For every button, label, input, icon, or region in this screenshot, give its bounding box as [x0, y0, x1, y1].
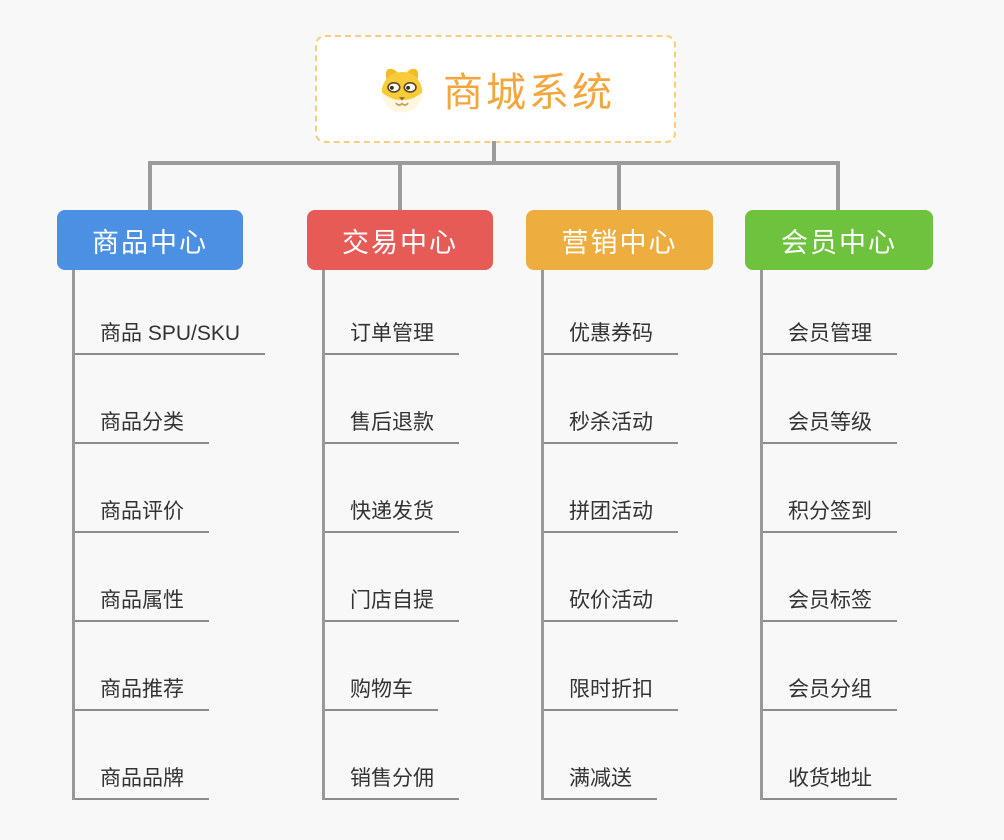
node-item[interactable]: 会员等级: [763, 355, 897, 444]
node-item[interactable]: 购物车: [325, 622, 438, 711]
connector-root-stem: [492, 141, 496, 165]
branch-column-marketing: 优惠券码 秒杀活动 拼团活动 砍价活动 限时折扣 满减送: [541, 270, 678, 800]
node-item[interactable]: 商品分类: [75, 355, 209, 444]
node-item[interactable]: 收货地址: [763, 711, 897, 800]
root-title: 商城系统: [443, 71, 615, 115]
node-item[interactable]: 满减送: [544, 711, 657, 800]
node-item[interactable]: 商品属性: [75, 533, 209, 622]
root-node-mall-system[interactable]: 商城系统: [315, 35, 676, 143]
branch-column-member: 会员管理 会员等级 积分签到 会员标签 会员分组 收货地址: [760, 270, 897, 800]
branch-node-trade-center[interactable]: 交易中心: [307, 210, 493, 270]
node-item[interactable]: 优惠券码: [544, 270, 678, 355]
connector-drop-member: [836, 161, 840, 210]
branch-column-trade: 订单管理 售后退款 快递发货 门店自提 购物车 销售分佣: [322, 270, 459, 800]
node-item[interactable]: 秒杀活动: [544, 355, 678, 444]
shiba-dog-face-icon: [381, 68, 423, 113]
node-item[interactable]: 快递发货: [325, 444, 459, 533]
branch-node-member-center[interactable]: 会员中心: [745, 210, 933, 270]
branch-node-marketing-center[interactable]: 营销中心: [526, 210, 713, 270]
node-item[interactable]: 商品推荐: [75, 622, 209, 711]
node-item[interactable]: 商品品牌: [75, 711, 209, 800]
connector-drop-marketing: [617, 161, 621, 210]
node-item[interactable]: 商品 SPU/SKU: [75, 270, 266, 355]
connector-drop-product: [148, 161, 152, 210]
branch-column-product: 商品 SPU/SKU 商品分类 商品评价 商品属性 商品推荐 商品品牌: [72, 270, 266, 800]
node-item[interactable]: 门店自提: [325, 533, 459, 622]
node-item[interactable]: 会员标签: [763, 533, 897, 622]
node-item[interactable]: 会员分组: [763, 622, 897, 711]
node-item[interactable]: 销售分佣: [325, 711, 459, 800]
node-item[interactable]: 订单管理: [325, 270, 459, 355]
node-item[interactable]: 积分签到: [763, 444, 897, 533]
node-item[interactable]: 售后退款: [325, 355, 459, 444]
connector-drop-trade: [398, 161, 402, 210]
node-item[interactable]: 商品评价: [75, 444, 209, 533]
node-item[interactable]: 会员管理: [763, 270, 897, 355]
branch-node-product-center[interactable]: 商品中心: [57, 210, 243, 270]
connector-horizontal-bus: [148, 161, 840, 165]
node-item[interactable]: 限时折扣: [544, 622, 678, 711]
node-item[interactable]: 砍价活动: [544, 533, 678, 622]
node-item[interactable]: 拼团活动: [544, 444, 678, 533]
